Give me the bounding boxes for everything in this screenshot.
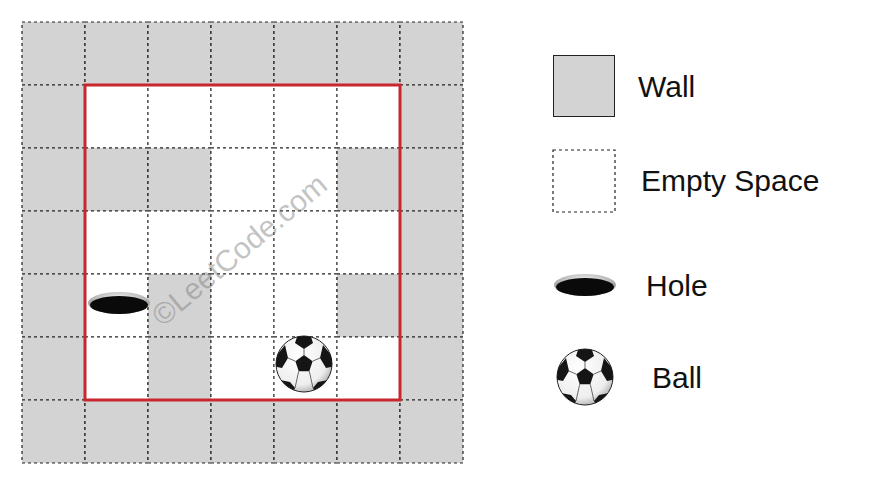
wall-cell (22, 85, 85, 148)
wall-cell (85, 148, 148, 211)
maze-boundary (85, 85, 400, 400)
wall-cell (148, 22, 211, 85)
legend-label: Empty Space (641, 164, 819, 199)
wall-cell (400, 274, 463, 337)
hole-icon (88, 292, 150, 314)
wall-cell (22, 22, 85, 85)
wall-cell (400, 337, 463, 400)
wall-cell (337, 400, 400, 463)
wall-cell (400, 148, 463, 211)
empty-cell (148, 85, 211, 148)
legend-label: Hole (646, 269, 708, 304)
wall-cell (22, 274, 85, 337)
wall-cell (22, 148, 85, 211)
wall-cell (211, 400, 274, 463)
hole-legend-icon (554, 274, 616, 296)
wall-cell (22, 337, 85, 400)
ball-icon (273, 334, 335, 395)
wall-cell (337, 22, 400, 85)
wall-cell (400, 85, 463, 148)
wall-cell (148, 400, 211, 463)
legend-label: Ball (652, 361, 702, 396)
empty-cell (85, 85, 148, 148)
empty-cell (274, 85, 337, 148)
empty-cell (274, 274, 337, 337)
wall-cell (274, 400, 337, 463)
wall-cell (337, 274, 400, 337)
empty-cell (85, 211, 148, 274)
wall-cell (85, 400, 148, 463)
empty-cell (85, 337, 148, 400)
empty-cell (211, 148, 274, 211)
maze-grid (22, 22, 463, 463)
wall-cell (400, 211, 463, 274)
empty-cell (211, 85, 274, 148)
wall-cell (22, 211, 85, 274)
empty-cell (211, 337, 274, 400)
legend-swatch (553, 55, 615, 117)
empty-cell (337, 337, 400, 400)
wall-cell (274, 22, 337, 85)
wall-cell (337, 148, 400, 211)
wall-cell (22, 400, 85, 463)
empty-space-sample (553, 150, 615, 212)
wall-cell (148, 337, 211, 400)
ball-legend-icon (554, 347, 616, 408)
empty-cell (337, 85, 400, 148)
wall-cell (400, 22, 463, 85)
empty-cell (337, 211, 400, 274)
wall-cell (85, 22, 148, 85)
wall-cell (148, 148, 211, 211)
legend-label: Wall (638, 70, 695, 105)
wall-cell (211, 22, 274, 85)
wall-cell (400, 400, 463, 463)
